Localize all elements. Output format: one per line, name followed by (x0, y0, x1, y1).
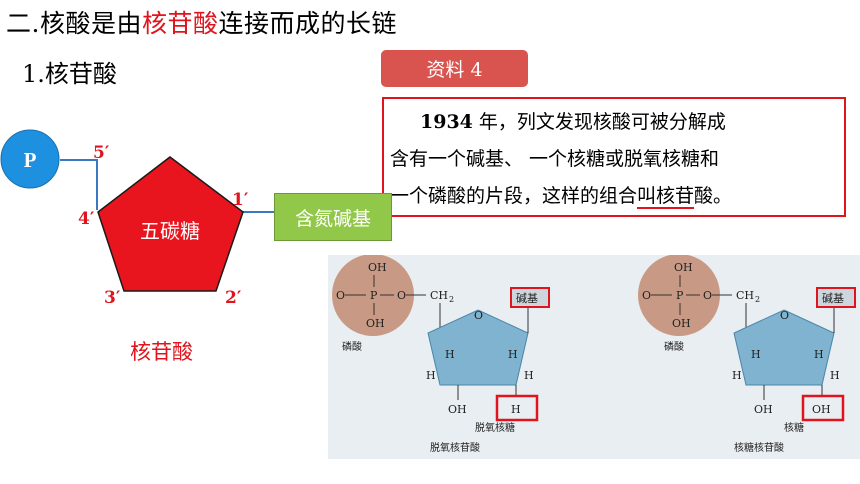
svg-text:H: H (732, 369, 742, 382)
phosphate-circle (0, 129, 60, 189)
svg-text:CH: CH (736, 289, 754, 302)
svg-text:OH: OH (672, 317, 691, 330)
svg-text:OH: OH (448, 403, 467, 416)
quote-box: 1934 年，列文发现核酸可被分解成 含有一个碱基、 一个核糖或脱氧核糖和 一个… (382, 97, 846, 217)
svg-text:H: H (511, 403, 521, 416)
textbook-figure-svg: OH O P O CH 2 OH 磷酸 O 碱基 H H H H OH (332, 254, 856, 454)
svg-text:OH: OH (368, 261, 387, 274)
svg-text:磷酸: 磷酸 (664, 340, 684, 353)
phosphate-sphere-left (332, 254, 414, 336)
svg-text:H: H (830, 369, 840, 382)
svg-text:碱基: 碱基 (516, 292, 538, 305)
quote-line-2: 含有一个碱基、 一个核糖或脱氧核糖和 (390, 148, 720, 170)
quote-line-3: 一个磷酸的片段，这样的组合叫核苷酸。 (390, 185, 733, 207)
svg-text:H: H (751, 348, 761, 361)
svg-text:H: H (814, 348, 824, 361)
phosphate-label: P (24, 148, 37, 172)
svg-text:O: O (780, 309, 789, 322)
svg-text:脱氧核苷酸: 脱氧核苷酸 (430, 441, 480, 454)
svg-text:H: H (524, 369, 534, 382)
nitrogenous-base-box: 含氮碱基 (274, 193, 392, 241)
quote-line-1: 1934 年，列文发现核酸可被分解成 (420, 111, 726, 133)
material-tag: 资料 4 (381, 50, 528, 87)
oh-highlight-box (801, 394, 845, 422)
deoxyribose-ring (427, 309, 529, 386)
svg-text:O: O (703, 289, 712, 302)
carbon-2-label: 2′ (225, 288, 242, 308)
svg-text:OH: OH (812, 403, 831, 416)
section-subheading: 1.核苷酸 (22, 60, 117, 88)
svg-text:O: O (397, 289, 406, 302)
svg-text:核糖: 核糖 (784, 421, 804, 434)
quote-underlined-term: 叫核苷 (637, 185, 695, 207)
h-highlight-box (495, 394, 539, 422)
phosphate-connector (60, 159, 98, 210)
svg-text:H: H (426, 369, 436, 382)
svg-text:OH: OH (754, 403, 773, 416)
svg-text:碱基: 碱基 (822, 292, 844, 305)
svg-text:O: O (336, 289, 345, 302)
page-heading: 二.核酸是由核苷酸连接而成的长链 (6, 9, 397, 38)
carbon-4-label: 4′ (78, 209, 95, 229)
svg-text:O: O (642, 289, 651, 302)
svg-text:核糖核苷酸: 核糖核苷酸 (734, 441, 784, 454)
ribose-ring (733, 309, 835, 386)
carbon-1-label: 1′ (232, 190, 249, 210)
svg-text:OH: OH (366, 317, 385, 330)
svg-text:H: H (445, 348, 455, 361)
diagram-caption: 核苷酸 (130, 340, 193, 364)
base-box-left (510, 287, 550, 308)
svg-text:2: 2 (449, 295, 454, 304)
svg-text:磷酸: 磷酸 (342, 340, 362, 353)
svg-text:P: P (676, 289, 684, 302)
svg-text:O: O (474, 309, 483, 322)
carbon-5-label: 5′ (93, 143, 110, 163)
textbook-figure: OH O P O CH 2 OH 磷酸 O 碱基 H H H H OH (328, 254, 860, 459)
heading-highlight: 核苷酸 (141, 9, 219, 38)
ribonucleotide-structure: OH O P O CH 2 OH 磷酸 O 碱基 H H H H OH (638, 254, 856, 454)
base-box-right (816, 287, 856, 308)
svg-text:P: P (370, 289, 378, 302)
svg-text:CH: CH (430, 289, 448, 302)
deoxyribonucleotide-structure: OH O P O CH 2 OH 磷酸 O 碱基 H H H H OH (332, 254, 550, 454)
pentose-pentagon (97, 156, 244, 292)
svg-text:2: 2 (755, 295, 760, 304)
phosphate-sphere-right (638, 254, 720, 336)
svg-text:H: H (508, 348, 518, 361)
svg-text:脱氧核糖: 脱氧核糖 (475, 421, 515, 434)
pentose-label: 五碳糖 (140, 219, 200, 243)
svg-text:OH: OH (674, 261, 693, 274)
carbon-3-label: 3′ (104, 288, 121, 308)
